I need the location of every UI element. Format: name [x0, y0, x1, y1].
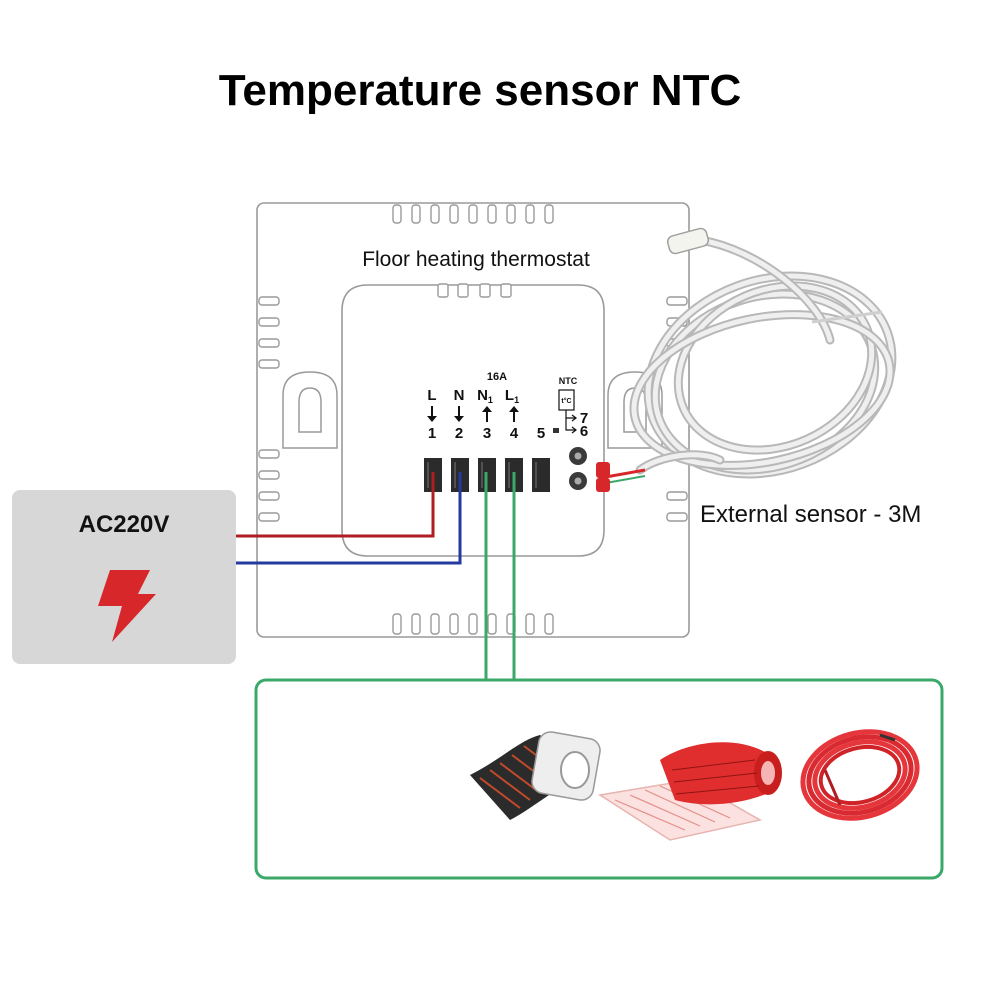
thermostat-backplate: Floor heating thermostat	[256, 202, 690, 638]
heating-film-roll-icon	[470, 731, 601, 820]
neutral-wire	[236, 472, 462, 565]
terminal-subscript: 1	[488, 395, 493, 405]
heating-elements-box	[254, 678, 944, 880]
current-rating: 16A	[487, 371, 507, 383]
terminal-number: 3	[483, 425, 491, 442]
terminal-label: N	[477, 387, 488, 404]
ntc-probe-icon	[666, 227, 710, 255]
terminal-number: 4	[510, 425, 519, 442]
ntc-pin-lower: 6	[580, 423, 588, 440]
heating-mat-roll-icon	[597, 742, 782, 841]
top-vent-slots	[392, 204, 554, 224]
terminal-4: L1 4	[505, 387, 519, 442]
ntc-symbol: t°C	[561, 397, 571, 405]
ferrule	[596, 478, 610, 492]
inner-box-tabs	[437, 283, 512, 298]
ntc-terminal: NTC t°C 7 6	[558, 376, 588, 440]
terminal-number: 1	[428, 425, 436, 442]
lightning-icon	[98, 570, 156, 642]
svg-text:N1: N1	[477, 387, 493, 405]
arrow-up-icon	[482, 406, 492, 422]
terminal-label: L	[427, 387, 436, 404]
terminal-subscript: 1	[514, 395, 519, 405]
terminal-2: N 2	[454, 387, 465, 442]
sensor-label: External sensor - 3M	[700, 501, 921, 528]
ntc-pin-upper: 7	[580, 410, 588, 427]
ntc-label: NTC	[559, 376, 578, 386]
svg-text:N: N	[454, 387, 465, 404]
bottom-vent-slots	[392, 613, 554, 635]
wires	[236, 472, 516, 680]
ferrule	[596, 462, 610, 478]
terminal-label: N	[454, 387, 465, 404]
live-wire	[236, 472, 435, 538]
ntc-arrow-6-icon	[565, 418, 577, 434]
screw-terminal	[532, 458, 550, 492]
power-source-label: AC220V	[79, 511, 170, 538]
terminal-number: 5	[537, 425, 545, 442]
arrow-down-icon	[427, 406, 437, 422]
thermostat-label: Floor heating thermostat	[362, 248, 590, 271]
arrow-up-icon	[509, 406, 519, 422]
arrow-down-icon	[454, 406, 464, 422]
heating-cable-coil-icon	[800, 729, 920, 821]
sensor-cable-coil	[596, 227, 897, 492]
svg-text:L1: L1	[505, 387, 519, 405]
power-source-box: AC220V	[12, 490, 236, 664]
terminal-3: N1 3	[477, 387, 493, 442]
left-vent-slots	[258, 296, 280, 522]
svg-text:L: L	[427, 387, 436, 404]
diagram-title: Temperature sensor NTC	[219, 66, 741, 115]
terminal-label: L	[505, 387, 514, 404]
terminal-5: 5	[537, 425, 545, 442]
terminal-number: 2	[455, 425, 463, 442]
terminal-1: L 1	[427, 387, 437, 442]
inner-box	[341, 284, 605, 557]
